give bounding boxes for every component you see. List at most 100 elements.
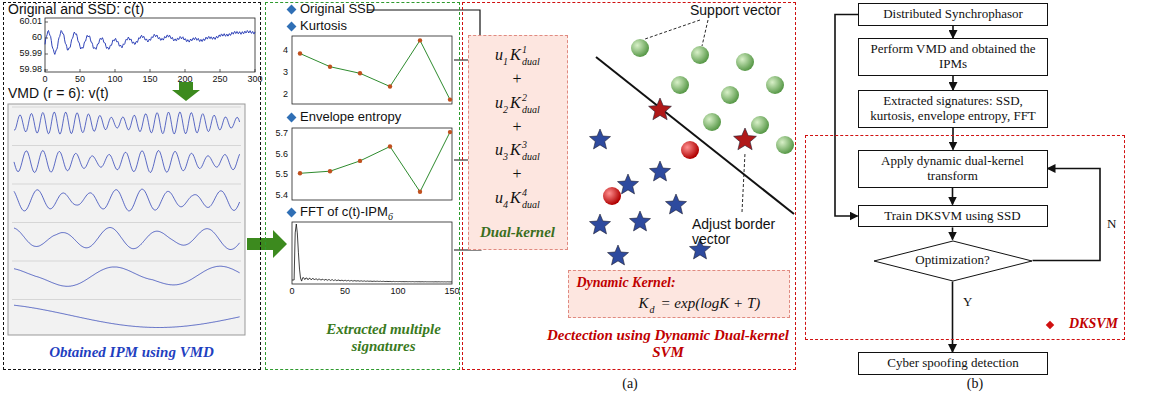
decision-diamond: Optimization?	[873, 240, 1033, 282]
process-box: Distributed Synchrophasor	[858, 3, 1048, 26]
mode-waveform	[14, 189, 240, 211]
data-point	[328, 169, 332, 173]
entropy-line	[300, 132, 450, 192]
formula-term: dual	[522, 104, 540, 115]
panel-label: (a)	[622, 376, 638, 392]
mode-waveform	[14, 112, 240, 134]
callout-label: Support vector	[690, 3, 781, 18]
formula-term: K	[510, 189, 521, 207]
decision-boundary	[596, 57, 794, 214]
kernel-box: Dynamic Kernel:Kd= exp(logK + T)	[568, 270, 790, 318]
formula-term: +	[512, 70, 521, 88]
negative-sample	[650, 161, 671, 181]
mode-divider	[12, 222, 241, 223]
kurtosis-line	[300, 40, 450, 99]
node-text: d	[650, 304, 655, 315]
formula-term: 3	[503, 151, 508, 162]
formula-term: dual	[522, 56, 540, 67]
node-text: DKSVM	[1058, 316, 1118, 332]
tick	[80, 69, 81, 72]
tick-label: 5.6	[275, 150, 288, 160]
positive-sample	[631, 39, 649, 57]
tick	[150, 69, 151, 72]
positive-sample	[736, 53, 754, 71]
edge-label: Y	[962, 294, 973, 310]
tick-label: 250	[212, 75, 227, 85]
chart-title: Original and SSD: c(t)	[8, 2, 144, 17]
tick	[45, 54, 48, 55]
tick-label: 300	[247, 75, 262, 85]
flow-arrow	[952, 26, 954, 38]
tick	[45, 69, 46, 72]
mode-waveform	[14, 228, 240, 250]
tick-label: 0	[42, 75, 47, 85]
negative-sample	[666, 194, 687, 214]
negative-sample	[608, 245, 629, 265]
tick-label: 100	[390, 287, 405, 297]
diamond-shape	[874, 241, 1032, 281]
node-text: Obtained IPM using VMD	[4, 344, 259, 361]
data-point	[448, 130, 452, 134]
negative-sample	[590, 214, 611, 234]
tick-label: 60.01	[19, 17, 42, 27]
tick-label: 4	[283, 46, 288, 56]
data-point	[358, 71, 362, 75]
node-text: = exp(logK + T)	[661, 295, 761, 312]
chart-title: Original SSD	[300, 2, 375, 16]
mode-waveform	[14, 305, 240, 327]
process-box: Train DKSVM using SSD	[858, 205, 1048, 228]
data-point	[388, 84, 392, 88]
node-text: Cyber spoofing detection	[887, 356, 1018, 371]
chart-frame	[292, 222, 452, 284]
tick-label: 100	[107, 75, 122, 85]
chart-title: Envelope entropy	[300, 110, 401, 124]
data-point	[298, 171, 302, 175]
node-text: Distributed Synchrophasor	[883, 7, 1023, 22]
callout-label: Adjust border vector	[692, 217, 797, 248]
leader-line	[645, 20, 700, 39]
chart-frame	[45, 18, 255, 72]
tick	[45, 22, 48, 23]
formula-term: K	[510, 94, 521, 112]
data-point	[418, 38, 422, 42]
mode-divider	[12, 145, 241, 146]
data-point	[298, 51, 302, 55]
mode-divider	[12, 299, 241, 300]
negative-sample	[590, 129, 611, 149]
flow-arrow	[247, 230, 287, 258]
tick	[115, 69, 116, 72]
panel-label: (b)	[967, 376, 983, 392]
formula-term: 3	[522, 139, 527, 150]
positive-sample	[721, 86, 739, 104]
node-text: Dual-kernel	[469, 224, 567, 241]
formula-term: +	[512, 118, 521, 136]
mode-waveform	[14, 266, 240, 286]
tick-label: 150	[142, 75, 157, 85]
flow-arrow	[952, 128, 954, 150]
positive-sample	[703, 113, 721, 131]
process-box: Cyber spoofing detection	[858, 352, 1048, 375]
edge-label: N	[1106, 216, 1117, 232]
negative-sample	[618, 174, 639, 194]
node-text: Apply dynamic dual-kernel transform	[865, 154, 1041, 184]
tick-label: 150	[444, 287, 459, 297]
tick-label: 200	[177, 75, 192, 85]
data-point	[358, 159, 362, 163]
tick	[185, 69, 186, 72]
tick	[255, 69, 256, 72]
flow-arrow	[172, 82, 200, 101]
node-text: Dectection using Dynamic Dual-kernel SVM	[543, 327, 793, 361]
flow-arrow	[835, 15, 858, 217]
node-text: K	[639, 295, 649, 312]
region: Extracted multiple signatures	[265, 2, 460, 370]
formula-term: u	[495, 94, 503, 112]
formula-term: u	[495, 189, 503, 207]
process-box: Perform VMD and obtained the IPMs	[858, 38, 1048, 76]
formula-term: 4	[503, 199, 508, 210]
mode-divider	[12, 184, 241, 185]
formula-term: K	[510, 46, 521, 64]
signal-trace	[45, 31, 255, 55]
chart-frame	[292, 128, 452, 200]
chart-title: Kurtosis	[300, 19, 347, 33]
formula-term: u	[495, 141, 503, 159]
